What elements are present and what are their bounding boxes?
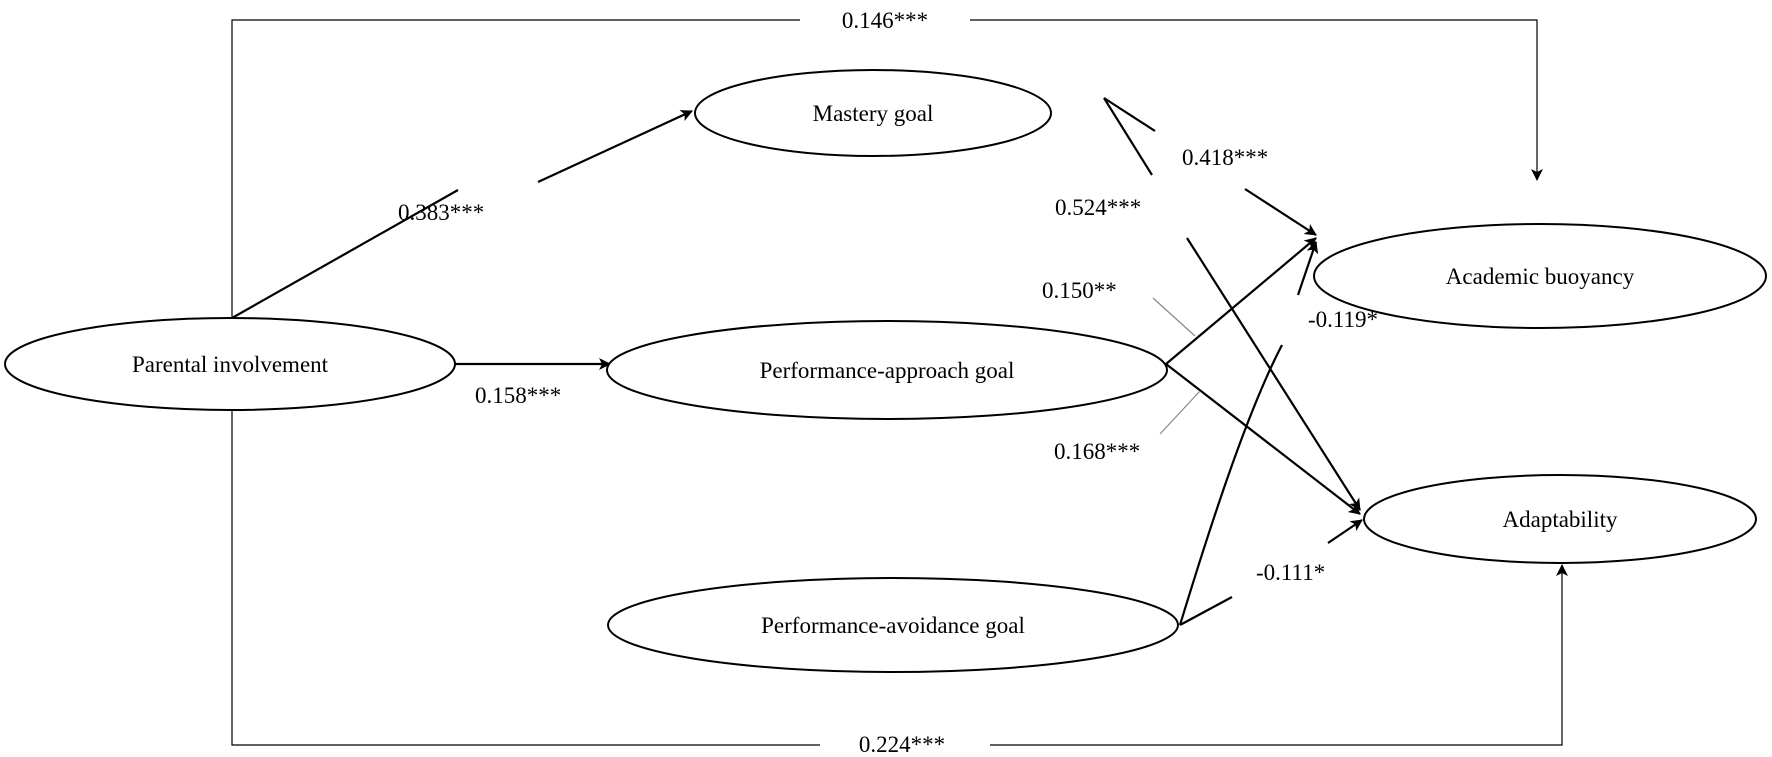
node-label: Parental involvement <box>132 352 329 377</box>
edge-parental-to-buoyancy <box>231 19 1543 318</box>
node-label: Performance-approach goal <box>760 358 1015 383</box>
coef-parental-to-mastery: 0.383*** <box>398 200 484 225</box>
edge-perf-avoidance-to-adaptability <box>1179 519 1363 626</box>
coef-parental-to-adaptability: 0.224*** <box>859 732 945 757</box>
coef-perf-avoidance-to-adaptability: -0.111* <box>1256 560 1325 585</box>
node-performance-approach-goal: Performance-approach goal <box>606 320 1168 420</box>
node-academic-buoyancy: Academic buoyancy <box>1313 223 1767 329</box>
node-label: Mastery goal <box>813 101 934 126</box>
edge-parental-to-adaptability <box>231 408 1568 746</box>
edge-perf-approach-to-buoyancy <box>1165 237 1317 365</box>
node-label: Performance-avoidance goal <box>761 613 1025 638</box>
coef-parental-to-perf-approach: 0.158*** <box>475 383 561 408</box>
coef-parental-to-buoyancy: 0.146*** <box>842 8 928 33</box>
coef-mastery-to-buoyancy: 0.418*** <box>1182 145 1268 170</box>
coef-perf-approach-to-adaptability: 0.168*** <box>1054 439 1140 464</box>
node-label: Adaptability <box>1503 507 1618 532</box>
node-performance-avoidance-goal: Performance-avoidance goal <box>607 577 1179 673</box>
edge-parental-to-mastery <box>231 110 693 319</box>
coef-perf-approach-to-buoyancy: 0.150** <box>1042 278 1117 303</box>
node-adaptability: Adaptability <box>1363 474 1757 564</box>
coef-mastery-to-adaptability: 0.524*** <box>1055 195 1141 220</box>
edge-mastery-to-buoyancy <box>1103 97 1317 236</box>
edge-perf-approach-to-adaptability <box>1165 363 1361 515</box>
leader-perf-approach-to-buoyancy <box>1152 297 1196 337</box>
node-parental-involvement: Parental involvement <box>4 317 456 411</box>
edge-perf-avoidance-to-buoyancy <box>1178 241 1319 626</box>
leader-perf-approach-to-adaptability <box>1159 390 1201 435</box>
node-label: Academic buoyancy <box>1446 264 1635 289</box>
node-mastery-goal: Mastery goal <box>694 69 1052 157</box>
edge-mastery-to-adaptability <box>1103 97 1361 511</box>
coef-perf-avoidance-to-buoyancy: -0.119* <box>1308 307 1378 332</box>
